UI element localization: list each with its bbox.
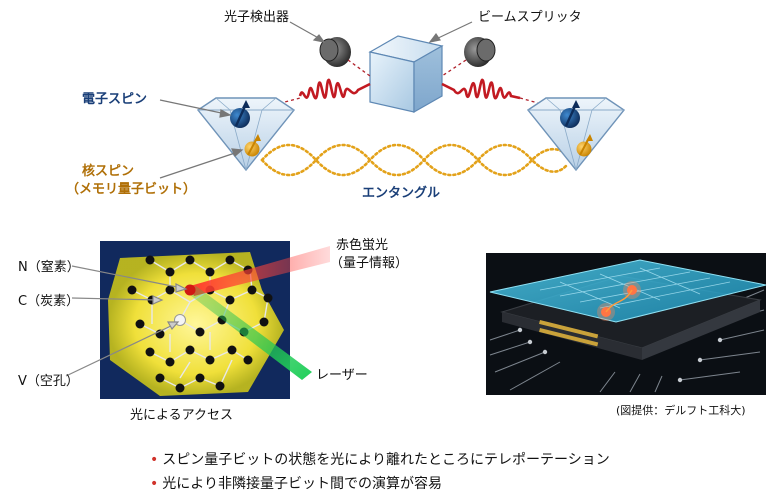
nv-lattice-panel <box>65 241 330 399</box>
laser-label: レーザー <box>316 368 368 383</box>
top-leader-lines <box>159 21 473 179</box>
photon-detector-left <box>319 37 351 67</box>
nv-leader-lines <box>65 265 188 377</box>
diamond-right <box>526 97 626 172</box>
photon-detector-label: 光子検出器 <box>224 10 290 25</box>
entanglement-helix <box>260 143 568 177</box>
image-credit: (図提供：デルフト工科大) <box>616 404 746 417</box>
electron-spin-label: 電子スピン <box>82 92 148 107</box>
bullet-text: 光により非隣接量子ビット間での演算が容易 <box>162 476 442 492</box>
vacancy-label: V（空孔） <box>18 374 79 389</box>
bullet-item: •光により非隣接量子ビット間での演算が容易 <box>150 472 610 496</box>
beam-splitter-cube <box>368 35 444 114</box>
bullet-list: •スピン量子ビットの状態を光により離れたところにテレポーテーション •光により非… <box>150 448 610 496</box>
bullet-text: スピン量子ビットの状態を光により離れたところにテレポーテーション <box>162 452 610 468</box>
carbon-label: C（炭素） <box>18 294 80 309</box>
carbon-atoms <box>127 255 273 393</box>
entangle-label: エンタングル <box>362 186 441 201</box>
bullet-dot-icon: • <box>150 452 159 468</box>
nitrogen-label: N（窒素） <box>18 260 80 275</box>
nuclear-spin-label: 核スピン <box>82 164 135 179</box>
bullet-item: •スピン量子ビットの状態を光により離れたところにテレポーテーション <box>150 448 610 472</box>
optical-access-caption: 光によるアクセス <box>130 408 233 423</box>
nuclear-spin-sublabel: （メモリ量子ビット） <box>66 182 197 197</box>
top-diagram <box>159 21 626 179</box>
green-laser-beam <box>186 286 312 380</box>
red-laser-beam <box>190 246 330 296</box>
beam-splitter-label: ビームスプリッタ <box>478 10 582 25</box>
red-fluorescence-label: 赤色蛍光 <box>336 238 389 253</box>
diamond-left <box>196 97 296 172</box>
bullet-dot-icon: • <box>150 476 159 492</box>
quantum-info-label: （量子情報） <box>330 256 409 271</box>
photon-wavepacket-left <box>298 78 371 100</box>
chip-photo <box>486 253 767 395</box>
photon-detector-right <box>464 37 496 67</box>
photon-wavepacket-right <box>441 78 521 100</box>
nitrogen-atom <box>184 284 196 296</box>
